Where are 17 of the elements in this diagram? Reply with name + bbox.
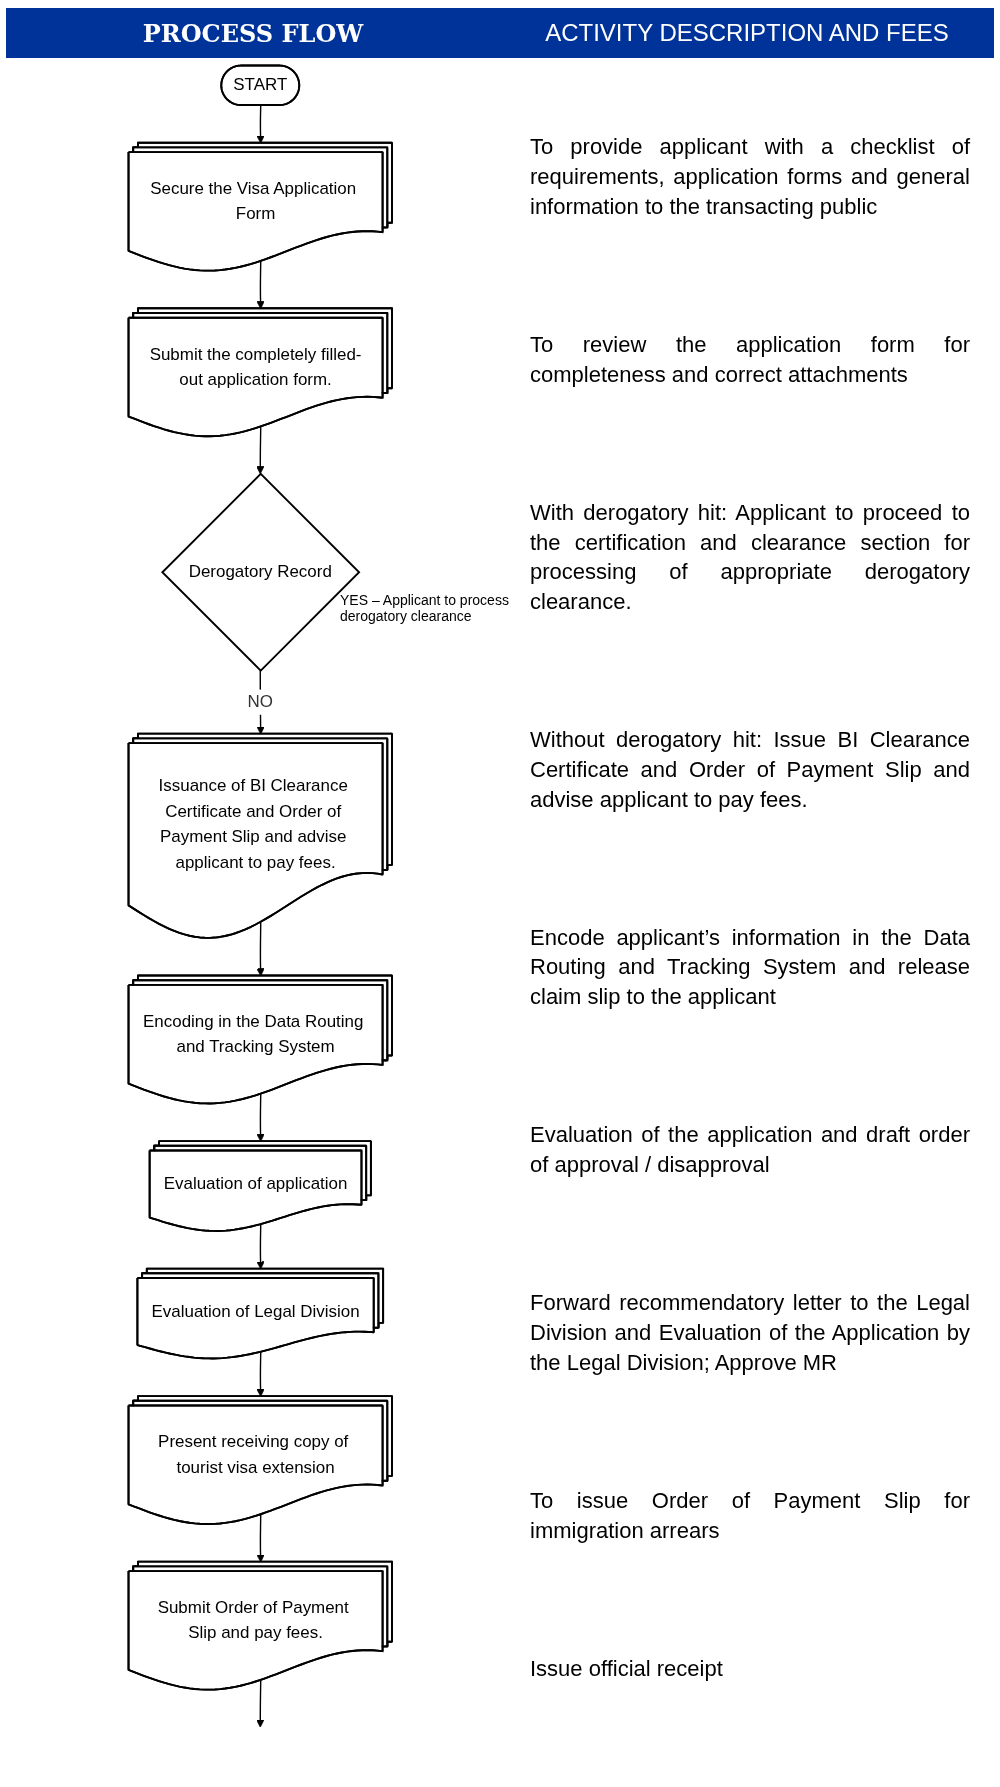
activity-description: With derogatory hit: Applicant to proceed to the certification and clearance section for processing of appropriate derogatory clearance.	[530, 498, 970, 616]
arrow	[255, 1679, 265, 1728]
activity-description: Issue official receipt	[530, 1654, 724, 1683]
activity-description: Without derogatory hit: Issue BI Clearance Certificate and Order of Payment Slip and advise applicant to pay fees.	[530, 726, 970, 814]
column-heading: ACTIVITY DESCRIPTION AND FEES	[544, 19, 950, 47]
activity-description: To provide applicant with a checklist of requirements, application forms and general information to the transacting public	[530, 133, 970, 221]
arrow	[255, 426, 265, 475]
arrow	[256, 1093, 265, 1142]
activity-description: To review the application form for completeness and correct attachments	[530, 330, 970, 389]
activity-description: To issue Order of Payment Slip for immigration arrears	[530, 1486, 970, 1545]
column-heading: PROCESS FLOW	[141, 18, 365, 48]
branch-note: YES – Applicant to process derogatory clearance	[340, 591, 510, 624]
activity-description: Evaluation of the application and draft order of approval / disapproval	[530, 1121, 970, 1180]
edge-label: NO	[247, 692, 273, 712]
activity-description: Encode applicant’s information in the Data Routing and Tracking System and release claim slip to the applicant	[530, 923, 970, 1012]
activity-description: Forward recommendatory letter to the Legal Division and Evaluation of the Application by the Legal Division; Approve MR	[530, 1289, 970, 1377]
arrow	[256, 1351, 265, 1397]
